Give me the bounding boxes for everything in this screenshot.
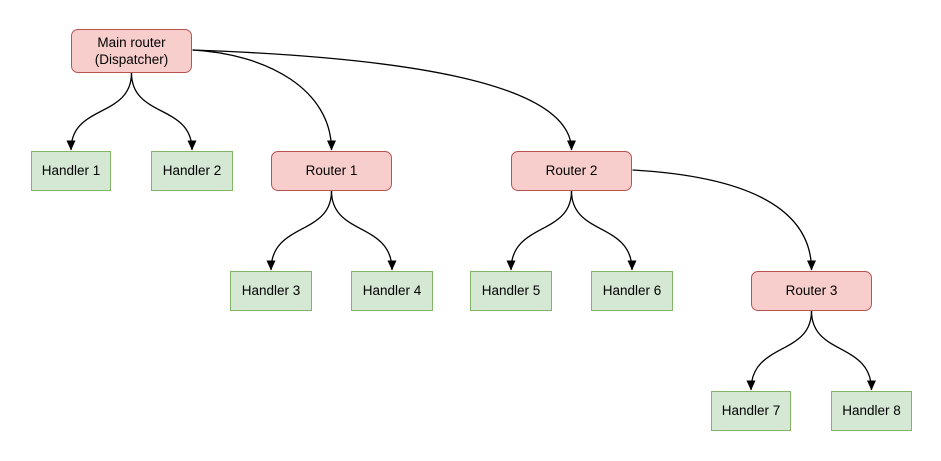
edge-router-1-to-handler-3: [266, 190, 333, 271]
edge-main-router-to-router-2: [192, 49, 576, 151]
edge-main-router-to-handler-2: [130, 72, 197, 151]
edge-router-3-to-handler-7: [746, 310, 813, 391]
node-router-1: Router 1: [271, 151, 392, 191]
edge-router-2-to-router-3: [632, 169, 816, 271]
node-main-router: Main router (Dispatcher): [71, 29, 192, 73]
edge-main-router-to-handler-1: [66, 72, 133, 151]
node-handler-2: Handler 2: [151, 151, 233, 191]
edge-router-3-to-handler-8: [810, 310, 876, 391]
node-handler-8: Handler 8: [831, 391, 912, 431]
edge-router-2-to-handler-5: [506, 190, 573, 271]
node-handler-4: Handler 4: [351, 271, 433, 311]
node-handler-1: Handler 1: [31, 151, 111, 191]
node-router-2: Router 2: [511, 151, 632, 191]
node-router-3: Router 3: [751, 271, 872, 311]
edge-main-router-to-router-1: [192, 49, 336, 151]
edge-router-1-to-handler-4: [330, 190, 397, 271]
node-handler-3: Handler 3: [230, 271, 312, 311]
node-handler-7: Handler 7: [711, 391, 791, 431]
node-handler-5: Handler 5: [470, 271, 552, 311]
node-handler-6: Handler 6: [591, 271, 673, 311]
edge-router-2-to-handler-6: [570, 190, 637, 271]
